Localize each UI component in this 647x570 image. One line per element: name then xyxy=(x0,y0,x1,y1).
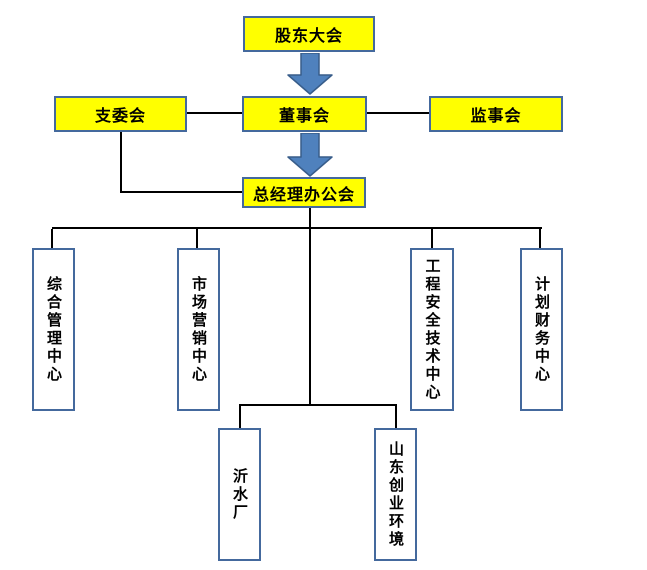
connector-department-rail xyxy=(52,227,542,229)
node-general-management-center: 综合管理中心 xyxy=(32,248,75,411)
down-arrow-icon xyxy=(287,133,333,177)
node-engineering-safety-tech-center-label: 工程安全技术中心 xyxy=(423,257,442,402)
connector-drop-general-management xyxy=(51,229,53,248)
node-yishui-plant: 沂水厂 xyxy=(218,428,261,561)
node-yishui-plant-label: 沂水厂 xyxy=(231,467,249,522)
node-gm-office-meeting: 总经理办公会 xyxy=(242,177,366,208)
node-board-of-directors-label: 董事会 xyxy=(278,106,330,125)
down-arrow-icon xyxy=(287,53,333,95)
connector-branch-to-gm-office xyxy=(120,191,242,193)
connector-drop-planning-finance xyxy=(539,229,541,248)
node-board-of-directors: 董事会 xyxy=(242,96,367,132)
node-planning-finance-center: 计划财务中心 xyxy=(520,248,563,411)
node-shandong-chuangye-environment: 山东创业环境 xyxy=(374,428,417,561)
connector-branch-to-board xyxy=(187,112,242,114)
connector-branch-drop xyxy=(120,132,122,192)
node-gm-office-meeting-label: 总经理办公会 xyxy=(252,184,355,204)
node-marketing-center: 市场营销中心 xyxy=(177,248,220,411)
node-branch-committee: 支委会 xyxy=(54,96,187,132)
connector-drop-yishui-plant xyxy=(239,406,241,428)
connector-board-to-supervisors xyxy=(367,112,429,114)
connector-central-trunk xyxy=(309,208,311,405)
connector-drop-marketing xyxy=(196,229,198,248)
node-shareholders-meeting-label: 股东大会 xyxy=(274,26,343,45)
node-engineering-safety-tech-center: 工程安全技术中心 xyxy=(410,248,454,411)
node-shareholders-meeting: 股东大会 xyxy=(243,16,375,52)
node-shandong-chuangye-environment-label: 山东创业环境 xyxy=(387,440,405,549)
node-general-management-center-label: 综合管理中心 xyxy=(45,275,63,384)
node-supervisory-board: 监事会 xyxy=(429,96,563,132)
connector-drop-shandong-chuangye xyxy=(395,406,397,428)
node-planning-finance-center-label: 计划财务中心 xyxy=(533,275,551,384)
connector-drop-engineering-safety xyxy=(431,229,433,248)
node-branch-committee-label: 支委会 xyxy=(94,106,146,125)
node-marketing-center-label: 市场营销中心 xyxy=(190,275,208,384)
connector-subsidiary-rail xyxy=(239,404,397,406)
node-supervisory-board-label: 监事会 xyxy=(470,106,522,125)
